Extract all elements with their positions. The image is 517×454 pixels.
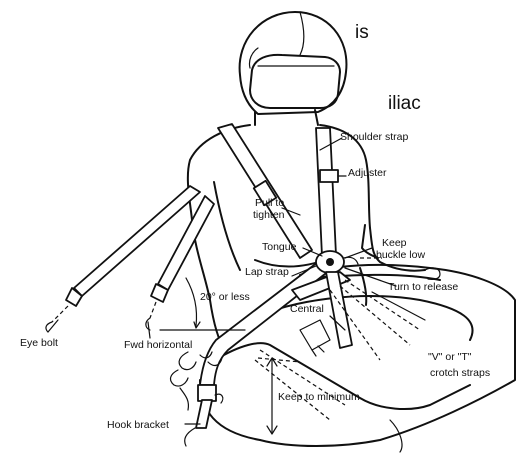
helmet-icon [240,12,347,114]
label-lap-strap: Lap strap [245,266,289,278]
label-buckle-low: buckle low [376,249,425,261]
overlay-text-middle: iliac [388,93,421,114]
labels: is iliac Shoulder strap Adjuster Pull to… [20,22,490,431]
label-keep: Keep [382,237,407,249]
label-eye-bolt: Eye bolt [20,337,58,349]
label-tighten: tighten [253,209,285,221]
lap-strap [185,262,350,446]
angle-indicator [160,278,245,330]
overlay-text-top: is [355,22,369,43]
label-fwd-horizontal: Fwd horizontal [124,339,192,351]
label-pull-to: Pull to [255,197,284,209]
label-turn-to-release: Turn to release [388,281,458,293]
label-keep-to-minimum: Keep to minimum [278,391,360,403]
label-adjuster: Adjuster [348,167,387,179]
label-tongue: Tongue [262,241,297,253]
label-angle: 20° or less [200,291,250,303]
central-buckle-icon [316,251,358,273]
label-central: Central [290,303,324,315]
label-v-or-t: "V" or "T" [428,351,472,363]
label-shoulder-strap: Shoulder strap [340,131,408,143]
label-crotch-straps: crotch straps [430,367,490,379]
label-hook-bracket: Hook bracket [107,419,169,431]
